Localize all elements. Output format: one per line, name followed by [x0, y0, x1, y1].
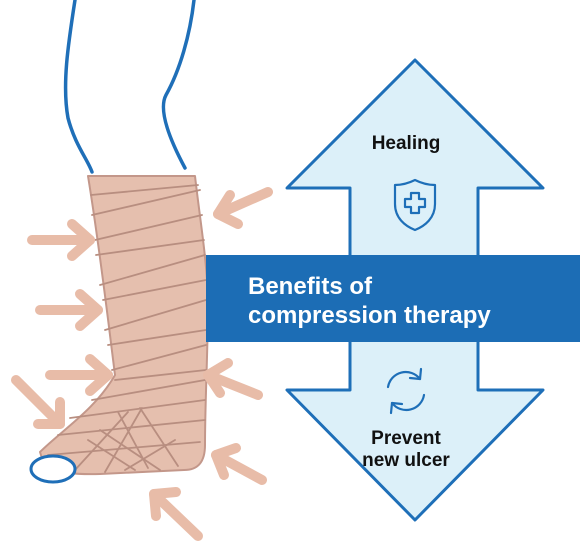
prevent-label-line2: new ulcer — [339, 450, 473, 472]
arrow-icon — [216, 448, 262, 480]
prevent-new-ulcer-label: Prevent new ulcer — [339, 428, 473, 472]
arrow-icon — [40, 294, 98, 326]
bandaged-leg — [31, 176, 208, 482]
arrow-icon — [208, 363, 258, 395]
healing-label: Healing — [351, 133, 461, 155]
banner-title-line2: compression therapy — [248, 301, 578, 330]
arrow-icon — [50, 359, 108, 391]
pressure-arrows-left — [16, 224, 108, 424]
banner-title-line1: Benefits of — [248, 272, 578, 301]
arrow-icon — [154, 492, 198, 536]
banner-title: Benefits of compression therapy — [248, 272, 578, 330]
arrow-icon — [218, 192, 268, 224]
prevent-label-line1: Prevent — [339, 428, 473, 450]
arrow-icon — [16, 380, 60, 424]
arrow-icon — [32, 224, 90, 256]
toe-opening — [31, 456, 75, 482]
leg-outline — [66, 0, 194, 172]
